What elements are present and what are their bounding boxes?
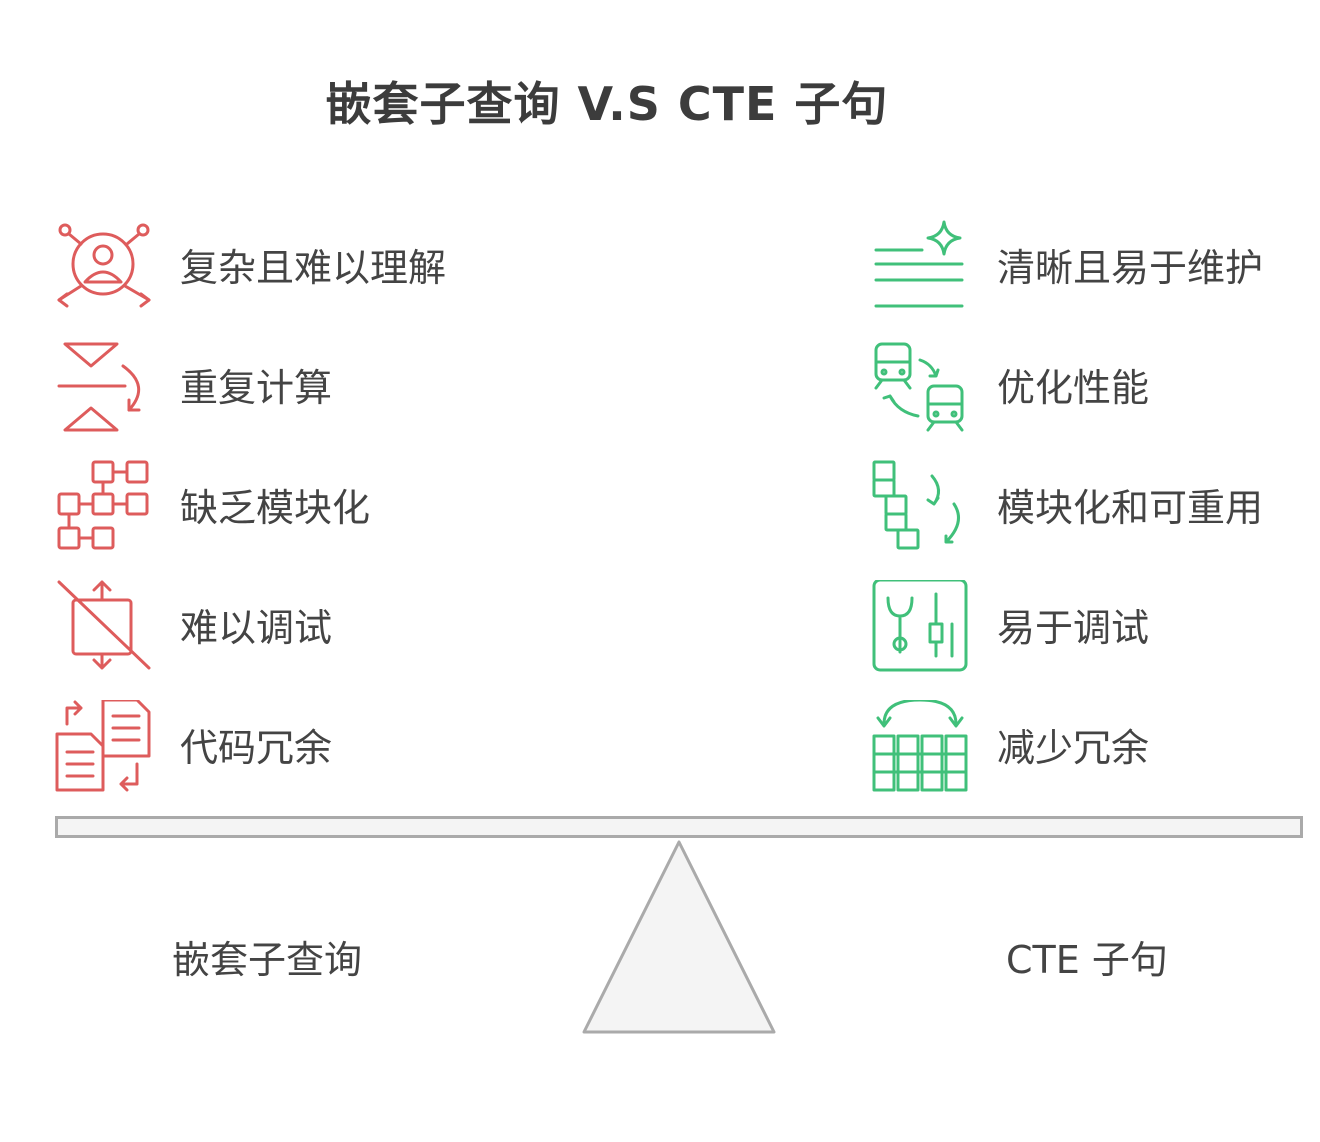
left-item-modular: 缺乏模块化 <box>55 460 695 560</box>
left-item-debug: 难以调试 <box>55 580 695 680</box>
duplicate-docs-icon <box>55 700 151 792</box>
blocks-grid-icon <box>57 460 149 550</box>
person-arrows-icon <box>57 223 151 308</box>
right-item-clear: 清晰且易于维护 <box>872 220 1320 320</box>
clean-lines-sparkle-icon <box>874 220 964 308</box>
left-item-repeat: 重复计算 <box>55 340 695 440</box>
item-label: 难以调试 <box>180 606 333 650</box>
item-label: 模块化和可重用 <box>997 486 1264 530</box>
seesaw-beam <box>55 816 1303 838</box>
tools-panel-icon <box>872 580 968 672</box>
repeat-triangles-icon <box>57 342 141 432</box>
item-label: 优化性能 <box>997 366 1150 410</box>
trains-cycle-icon <box>874 342 964 432</box>
fulcrum-triangle <box>582 840 776 1034</box>
debug-crossed-icon <box>57 580 151 670</box>
item-label: 复杂且难以理解 <box>180 246 447 290</box>
right-side-label: CTE 子句 <box>1006 938 1168 982</box>
left-side-label: 嵌套子查询 <box>172 938 363 982</box>
item-label: 减少冗余 <box>997 726 1150 770</box>
left-item-complex: 复杂且难以理解 <box>55 220 695 320</box>
item-label: 易于调试 <box>997 606 1150 650</box>
right-item-debug: 易于调试 <box>872 580 1320 680</box>
right-item-performance: 优化性能 <box>872 340 1320 440</box>
item-label: 清晰且易于维护 <box>997 246 1264 290</box>
page-title: 嵌套子查询 V.S CTE 子句 <box>325 77 889 131</box>
reusable-blocks-icon <box>872 460 960 550</box>
item-label: 代码冗余 <box>180 726 333 770</box>
item-label: 缺乏模块化 <box>180 486 371 530</box>
columns-reduce-icon <box>872 700 968 792</box>
item-label: 重复计算 <box>180 366 333 410</box>
right-item-reduce: 减少冗余 <box>872 700 1320 800</box>
right-item-reusable: 模块化和可重用 <box>872 460 1320 560</box>
left-item-redundant: 代码冗余 <box>55 700 695 800</box>
